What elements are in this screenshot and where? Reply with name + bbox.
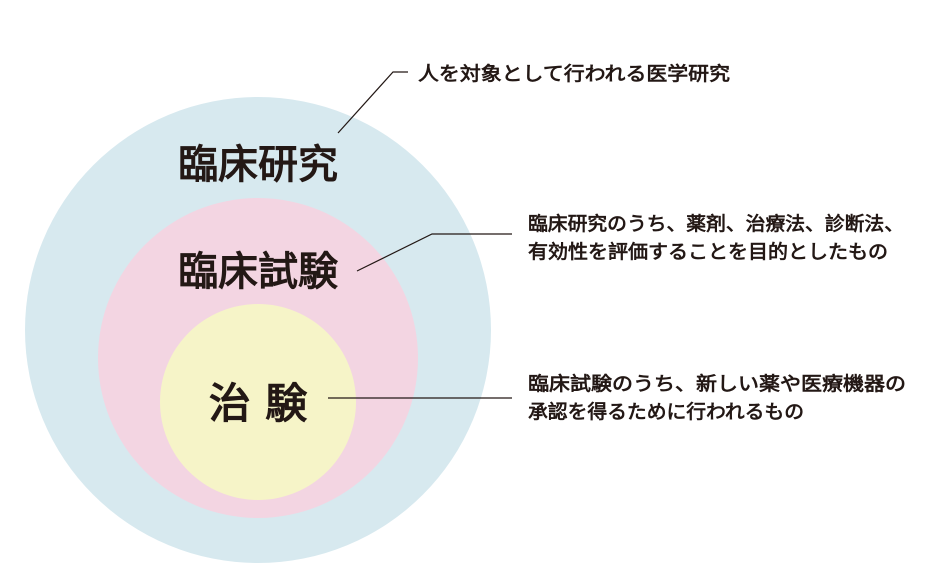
middle-note-line-1: 臨床研究のうち、薬剤、治療法、診断法、 (528, 212, 904, 235)
middle-leader-line (356, 233, 512, 272)
inner-note-line-1: 臨床試験のうち、新しい薬や医療機器の (528, 372, 906, 395)
outer-note-line-1: 人を対象として行われる医学研究 (418, 62, 730, 85)
middle-note: 臨床研究のうち、薬剤、治療法、診断法、 有効性を評価することを目的としたもの (528, 212, 904, 263)
middle-note-line-2: 有効性を評価することを目的としたもの (528, 240, 888, 263)
inner-circle-chiken (160, 304, 356, 500)
outer-note: 人を対象として行われる医学研究 (418, 62, 730, 85)
outer-leader-line (337, 71, 408, 134)
inner-note-line-2: 承認を得るために行われるもの (528, 400, 804, 423)
middle-circle-label: 臨床試験 (178, 249, 339, 295)
inner-circle-label: 治 験 (209, 379, 309, 428)
outer-circle-label: 臨床研究 (178, 142, 338, 188)
inner-note: 臨床試験のうち、新しい薬や医療機器の 承認を得るために行われるもの (528, 372, 906, 423)
